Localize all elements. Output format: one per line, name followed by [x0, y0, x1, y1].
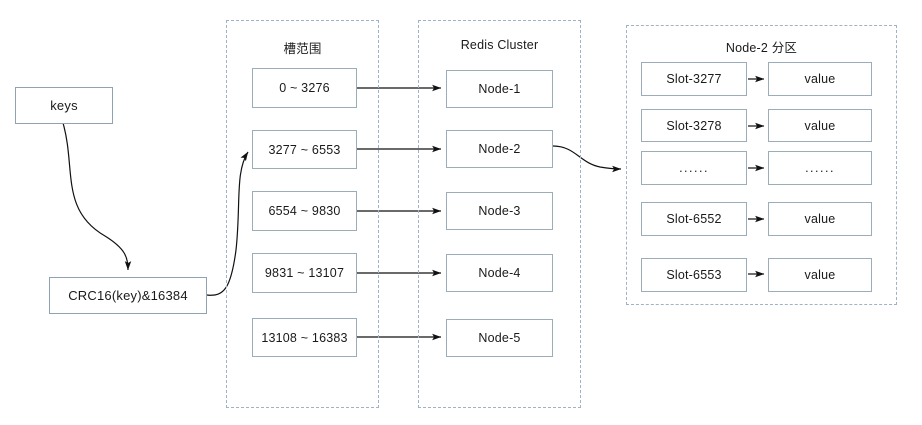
- partition-value-box-2[interactable]: ......: [768, 151, 872, 185]
- partition-slot-label-0: Slot-3277: [666, 72, 722, 86]
- partition-slot-box-0[interactable]: Slot-3277: [641, 62, 747, 96]
- partition-value-label-0: value: [804, 72, 836, 86]
- cluster-node-label-0: Node-1: [478, 82, 521, 96]
- partition-value-box-0[interactable]: value: [768, 62, 872, 96]
- node2-partition-group-title: Node-2 分区: [725, 41, 798, 55]
- slot-range-label-3: 9831 ~ 13107: [264, 266, 345, 280]
- slot-range-label-0: 0 ~ 3276: [279, 81, 330, 95]
- cluster-node-box-1[interactable]: Node-2: [446, 130, 553, 168]
- partition-slot-box-3[interactable]: Slot-6552: [641, 202, 747, 236]
- slot-range-box-3[interactable]: 9831 ~ 13107: [252, 253, 357, 293]
- cluster-node-label-1: Node-2: [478, 142, 521, 156]
- cluster-node-label-3: Node-4: [478, 266, 521, 280]
- partition-value-label-2: ......: [805, 161, 835, 175]
- cluster-node-label-4: Node-5: [478, 331, 521, 345]
- slot-range-group: [226, 20, 379, 408]
- slot-range-group-title: 槽范围: [283, 42, 322, 56]
- partition-slot-box-1[interactable]: Slot-3278: [641, 109, 747, 142]
- node2-partition-group: [626, 25, 897, 305]
- partition-value-label-1: value: [804, 118, 836, 133]
- keys-box[interactable]: keys: [15, 87, 113, 124]
- slot-range-box-0[interactable]: 0 ~ 3276: [252, 68, 357, 108]
- cluster-node-label-2: Node-3: [478, 204, 521, 218]
- cluster-node-box-0[interactable]: Node-1: [446, 70, 553, 108]
- cluster-node-box-2[interactable]: Node-3: [446, 192, 553, 230]
- partition-slot-box-4[interactable]: Slot-6553: [641, 258, 747, 292]
- edge-keys-to-crc: [62, 122, 132, 271]
- partition-value-box-4[interactable]: value: [768, 258, 872, 292]
- partition-value-label-4: value: [804, 268, 836, 282]
- partition-slot-label-2: ......: [679, 161, 709, 175]
- redis-cluster-group-title: Redis Cluster: [460, 38, 539, 52]
- partition-value-box-1[interactable]: value: [768, 109, 872, 142]
- partition-slot-label-4: Slot-6553: [666, 268, 722, 282]
- slot-range-box-2[interactable]: 6554 ~ 9830: [252, 191, 357, 231]
- slot-range-box-4[interactable]: 13108 ~ 16383: [252, 318, 357, 357]
- crc16-box[interactable]: CRC16(key)&16384: [49, 277, 207, 314]
- slot-range-label-1: 3277 ~ 6553: [268, 142, 341, 157]
- partition-value-box-3[interactable]: value: [768, 202, 872, 236]
- cluster-node-box-4[interactable]: Node-5: [446, 319, 553, 357]
- partition-value-label-3: value: [804, 212, 836, 226]
- cluster-node-box-3[interactable]: Node-4: [446, 254, 553, 292]
- partition-slot-box-2[interactable]: ......: [641, 151, 747, 185]
- slot-range-label-4: 13108 ~ 16383: [261, 330, 348, 345]
- keys-label: keys: [50, 98, 78, 113]
- slot-range-label-2: 6554 ~ 9830: [268, 204, 341, 218]
- partition-slot-label-1: Slot-3278: [666, 118, 722, 133]
- crc16-label: CRC16(key)&16384: [68, 288, 188, 303]
- partition-slot-label-3: Slot-6552: [666, 212, 722, 226]
- slot-range-box-1[interactable]: 3277 ~ 6553: [252, 130, 357, 169]
- redis-cluster-group: [418, 20, 581, 408]
